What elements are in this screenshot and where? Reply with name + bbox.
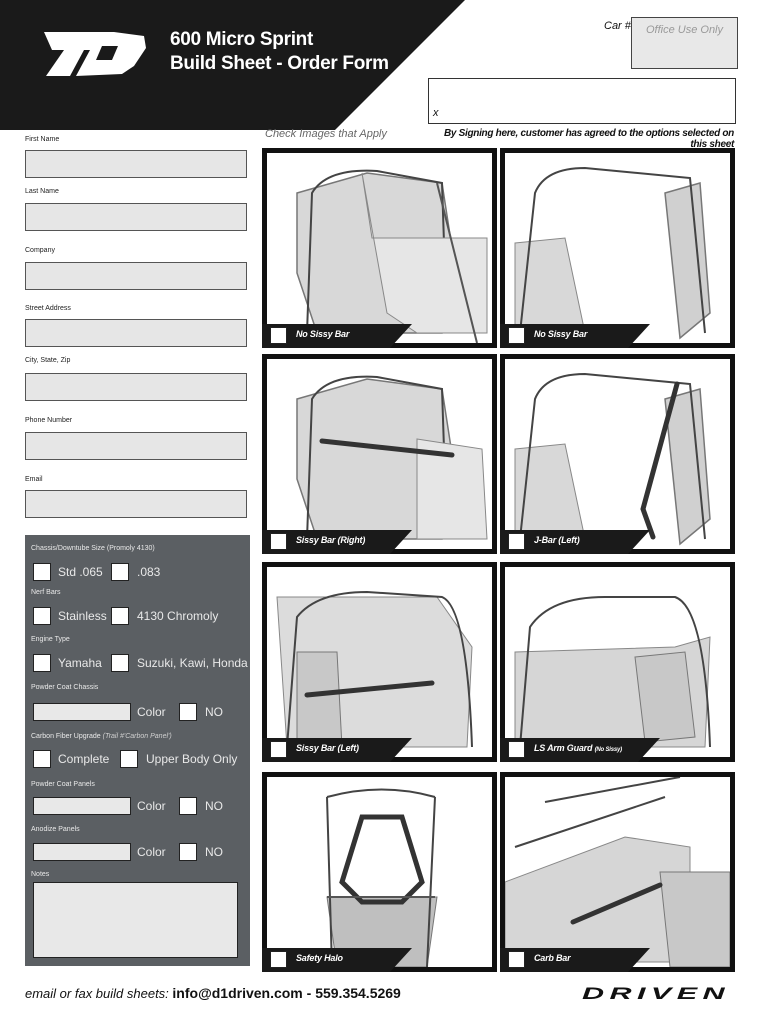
sissy-bar-left-illustration xyxy=(276,590,473,748)
carbon-complete-checkbox[interactable] xyxy=(33,750,51,768)
street-address-input[interactable] xyxy=(25,319,247,347)
signature-x: x xyxy=(433,107,439,119)
carb-bar-checkbox[interactable] xyxy=(508,951,525,968)
options-panel: Chassis/Downtube Size (Promoly 4130) Std… xyxy=(25,535,250,966)
footer-note: email or fax build sheets: info@d1driven… xyxy=(25,985,401,1001)
engine-yamaha-label: Yamaha xyxy=(58,656,102,670)
city-state-zip-input[interactable] xyxy=(25,373,247,401)
option-card-safety-halo[interactable]: Safety Halo xyxy=(262,772,497,972)
option-card-sissy-bar-right[interactable]: Sissy Bar (Right) xyxy=(262,354,497,554)
sissy-bar-left-label: Sissy Bar (Left) xyxy=(296,743,359,753)
sissy-bar-left-checkbox[interactable] xyxy=(270,741,287,758)
company-label: Company xyxy=(25,247,55,254)
office-use-box[interactable]: Office Use Only xyxy=(631,17,738,69)
option-card-carb-bar[interactable]: Carb Bar xyxy=(500,772,735,972)
last-name-label: Last Name xyxy=(25,188,59,195)
j-bar-left-illustration xyxy=(514,372,711,546)
nerf-label: Nerf Bars xyxy=(31,589,61,596)
no-sissy-bar-2-checkbox[interactable] xyxy=(508,327,525,344)
form-title-line1: 600 Micro Sprint xyxy=(170,29,314,50)
option-card-no-sissy-bar-left[interactable]: No Sissy Bar xyxy=(262,148,497,348)
engine-label: Engine Type xyxy=(31,636,70,643)
engine-other-label: Suzuki, Kawi, Honda xyxy=(137,656,248,670)
option-card-ls-arm-guard[interactable]: LS Arm Guard (No Sissy) xyxy=(500,562,735,762)
engine-other-checkbox[interactable] xyxy=(111,654,129,672)
ls-arm-guard-illustration xyxy=(514,596,711,748)
carb-bar-label: Carb Bar xyxy=(534,953,571,963)
safety-halo-checkbox[interactable] xyxy=(270,951,287,968)
carb-bar-illustration xyxy=(505,777,730,967)
first-name-label: First Name xyxy=(25,136,60,143)
powder-panels-color-label: Color xyxy=(137,799,166,813)
safety-halo-label: Safety Halo xyxy=(296,953,343,963)
nerf-stainless-label: Stainless xyxy=(58,609,107,623)
powder-chassis-no-checkbox[interactable] xyxy=(179,703,197,721)
carbon-label: Carbon Fiber Upgrade (Trail #'Carbon Pan… xyxy=(31,733,172,740)
chassis-label: Chassis/Downtube Size (Promoly 4130) xyxy=(31,545,155,552)
powder-panels-color-input[interactable] xyxy=(33,797,131,815)
sissy-bar-right-checkbox[interactable] xyxy=(270,533,287,550)
ls-arm-guard-checkbox[interactable] xyxy=(508,741,525,758)
option-card-no-sissy-bar-right[interactable]: No Sissy Bar xyxy=(500,148,735,348)
chassis-083-checkbox[interactable] xyxy=(111,563,129,581)
powder-panels-no-label: NO xyxy=(205,799,223,813)
d1-logo xyxy=(44,32,146,76)
option-card-sissy-bar-left[interactable]: Sissy Bar (Left) xyxy=(262,562,497,762)
safety-halo-illustration xyxy=(326,788,438,967)
phone-input[interactable] xyxy=(25,432,247,460)
ls-arm-guard-label: LS Arm Guard (No Sissy) xyxy=(534,743,622,753)
powder-chassis-label: Powder Coat Chassis xyxy=(31,684,99,691)
driven-logo: DRIVEN xyxy=(582,984,730,1003)
powder-chassis-no-label: NO xyxy=(205,705,223,719)
anodize-label: Anodize Panels xyxy=(31,826,80,833)
check-images-note: Check Images that Apply xyxy=(265,128,387,140)
powder-panels-no-checkbox[interactable] xyxy=(179,797,197,815)
nerf-chromoly-checkbox[interactable] xyxy=(111,607,129,625)
company-input[interactable] xyxy=(25,262,247,290)
nerf-stainless-checkbox[interactable] xyxy=(33,607,51,625)
j-bar-left-checkbox[interactable] xyxy=(508,533,525,550)
driven-logo-text: DRIVEN xyxy=(582,984,730,1003)
no-sissy-bar-label: No Sissy Bar xyxy=(296,329,350,339)
street-address-label: Street Address xyxy=(25,305,71,312)
carbon-complete-label: Complete xyxy=(58,752,110,766)
nerf-chromoly-label: 4130 Chromoly xyxy=(137,609,219,623)
email-label: Email xyxy=(25,476,43,483)
powder-chassis-color-input[interactable] xyxy=(33,703,131,721)
signature-note: By Signing here, customer has agreed to … xyxy=(443,128,734,150)
powder-chassis-color-label: Color xyxy=(137,705,166,719)
anodize-color-input[interactable] xyxy=(33,843,131,861)
chassis-no-sissy-illustration xyxy=(296,169,488,343)
phone-label: Phone Number xyxy=(25,417,73,424)
option-card-j-bar-left[interactable]: J-Bar (Left) xyxy=(500,354,735,554)
chassis-std-label: Std .065 xyxy=(58,565,103,579)
engine-yamaha-checkbox[interactable] xyxy=(33,654,51,672)
sissy-bar-right-illustration xyxy=(296,375,488,540)
powder-panels-label: Powder Coat Panels xyxy=(31,781,95,788)
anodize-no-checkbox[interactable] xyxy=(179,843,197,861)
notes-input[interactable] xyxy=(33,882,238,958)
no-sissy-bar-checkbox[interactable] xyxy=(270,327,287,344)
footer-instruction: email or fax build sheets: xyxy=(25,986,169,1001)
chassis-083-label: .083 xyxy=(137,565,161,579)
anodize-color-label: Color xyxy=(137,845,166,859)
carbon-upper-checkbox[interactable] xyxy=(120,750,138,768)
email-input[interactable] xyxy=(25,490,247,518)
city-state-zip-label: City, State, Zip xyxy=(25,357,71,364)
car-number-label: Car # xyxy=(604,20,631,32)
first-name-input[interactable] xyxy=(25,150,247,178)
notes-label: Notes xyxy=(31,871,50,878)
last-name-input[interactable] xyxy=(25,203,247,231)
carbon-upper-label: Upper Body Only xyxy=(146,752,238,766)
signature-field[interactable]: x xyxy=(428,78,736,124)
office-use-label: Office Use Only xyxy=(645,24,724,36)
footer-contact[interactable]: info@d1driven.com - 559.354.5269 xyxy=(172,985,401,1001)
no-sissy-bar-2-label: No Sissy Bar xyxy=(534,329,588,339)
sissy-bar-right-label: Sissy Bar (Right) xyxy=(296,535,366,545)
chassis-no-sissy-rear-illustration xyxy=(514,166,711,340)
form-title-line2: Build Sheet - Order Form xyxy=(170,53,389,74)
j-bar-left-label: J-Bar (Left) xyxy=(534,535,580,545)
chassis-std-checkbox[interactable] xyxy=(33,563,51,581)
anodize-no-label: NO xyxy=(205,845,223,859)
